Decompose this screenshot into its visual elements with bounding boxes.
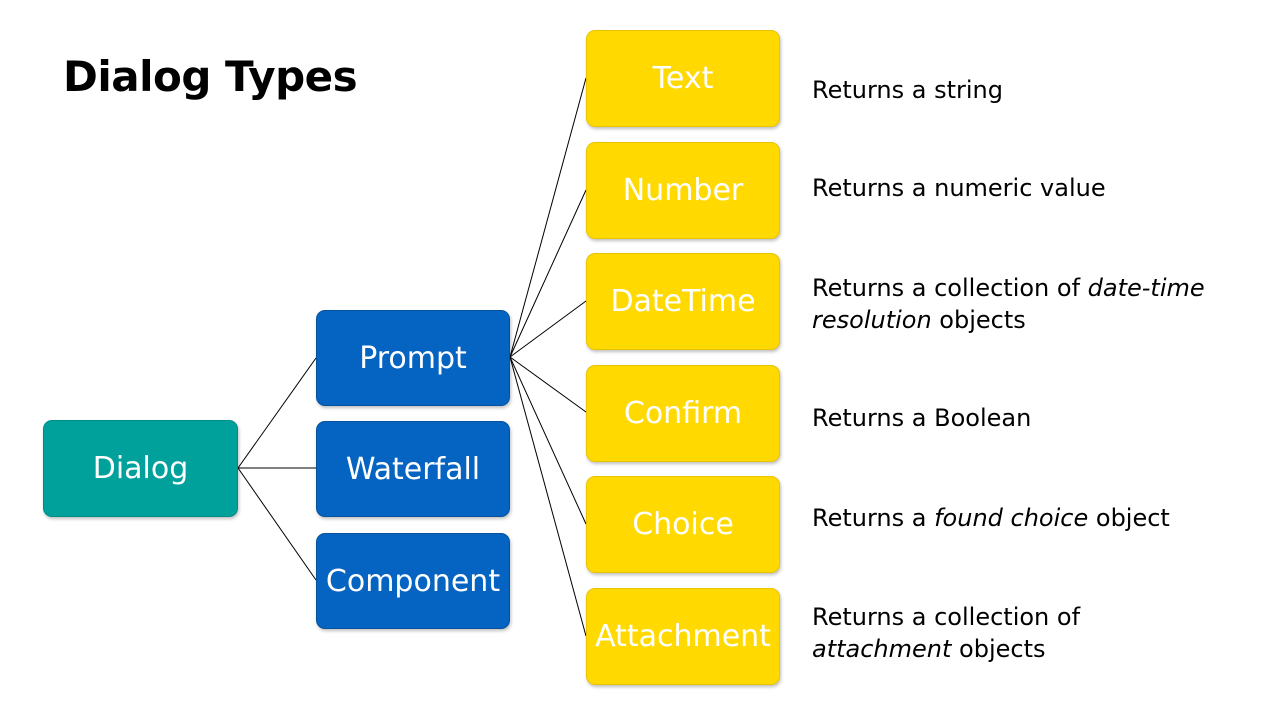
node-prompt: Prompt <box>316 310 510 406</box>
desc-choice-b: found choice <box>934 504 1089 532</box>
connector-dialog-component <box>237 467 317 581</box>
desc-confirm: Returns a Boolean <box>812 402 1232 434</box>
desc-confirm-line: Returns a Boolean <box>812 404 1032 432</box>
connector-prompt-text <box>509 77 587 358</box>
desc-text: Returns a string <box>812 74 1232 106</box>
node-attachment: Attachment <box>586 588 780 685</box>
connector-prompt-datetime <box>509 300 587 358</box>
connector-dialog-prompt <box>237 357 317 469</box>
connector-prompt-choice <box>509 356 587 525</box>
desc-datetime-b: date-time <box>1087 274 1205 302</box>
node-number-label: Number <box>622 173 744 208</box>
node-component: Component <box>316 533 510 629</box>
desc-number: Returns a numeric value <box>812 172 1232 204</box>
desc-attachment: Returns a collection of attachment objec… <box>812 601 1232 665</box>
desc-datetime: Returns a collection of date-time resolu… <box>812 272 1232 336</box>
desc-text-line: Returns a string <box>812 76 1004 104</box>
node-dialog: Dialog <box>43 420 238 517</box>
node-dialog-label: Dialog <box>92 451 189 486</box>
page-title: Dialog Types <box>63 52 358 101</box>
connector-prompt-number <box>509 189 587 358</box>
node-component-label: Component <box>325 563 501 599</box>
node-datetime: DateTime <box>586 253 780 350</box>
node-prompt-label: Prompt <box>359 340 467 376</box>
node-confirm: Confirm <box>586 365 780 462</box>
node-choice: Choice <box>586 476 780 573</box>
node-datetime-label: DateTime <box>610 284 756 319</box>
node-choice-label: Choice <box>632 507 734 542</box>
node-confirm-label: Confirm <box>623 396 743 431</box>
node-waterfall-label: Waterfall <box>345 451 481 487</box>
desc-attachment-c: objects <box>951 635 1046 663</box>
desc-datetime-a: Returns a collection of <box>812 274 1088 302</box>
connector-prompt-confirm <box>509 356 587 413</box>
connector-prompt-attachment <box>509 356 587 637</box>
node-text-label: Text <box>652 61 714 96</box>
node-number: Number <box>586 142 780 239</box>
node-waterfall: Waterfall <box>316 421 510 517</box>
desc-choice-a: Returns a <box>812 504 935 532</box>
desc-datetime-c: resolution <box>812 306 932 334</box>
desc-choice-c: object <box>1088 504 1170 532</box>
desc-attachment-a: Returns a collection of <box>812 603 1081 631</box>
desc-number-line: Returns a numeric value <box>812 174 1106 202</box>
desc-attachment-b: attachment <box>812 635 952 663</box>
desc-datetime-d: objects <box>931 306 1026 334</box>
desc-choice: Returns a found choice object <box>812 502 1232 534</box>
node-attachment-label: Attachment <box>595 619 771 654</box>
node-text: Text <box>586 30 780 127</box>
